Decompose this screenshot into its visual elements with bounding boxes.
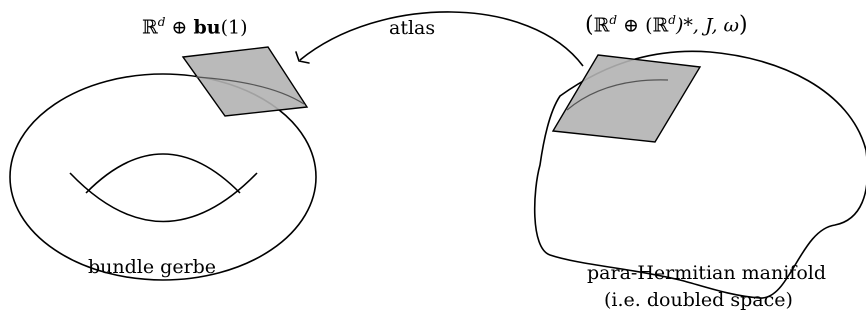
- atlas-arrow: [299, 11, 584, 67]
- torus-tangent-label: ℝd ⊕ bu(1): [142, 15, 248, 39]
- torus-hole-upper: [85, 153, 241, 194]
- right-caption-line2: (i.e. doubled space): [604, 289, 793, 311]
- manifold-edge-through-plane: [566, 79, 669, 111]
- atlas-label: atlas: [389, 17, 436, 39]
- atlas-arrowhead: [295, 51, 310, 64]
- torus-outline: [9, 73, 317, 281]
- torus-tangent-plane: [181, 46, 309, 117]
- manifold-tangent-label: (ℝd ⊕ (ℝd)*, J, ω): [585, 12, 748, 38]
- left-caption: bundle gerbe: [88, 256, 217, 278]
- manifold-tangent-plane: [551, 54, 702, 143]
- right-caption-line1: para-Hermitian manifold: [587, 262, 826, 284]
- torus-hole-lower: [69, 172, 258, 223]
- torus-edge-through-plane: [195, 76, 305, 105]
- manifold-outline: [533, 50, 866, 299]
